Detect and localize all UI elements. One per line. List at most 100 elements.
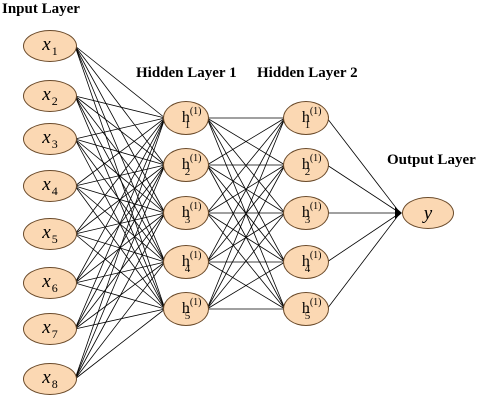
node-subscript: 3: [304, 214, 311, 226]
edge-h1-5-h2-3: [206, 212, 286, 310]
node-subscript: 3: [51, 137, 58, 151]
hidden-layer-2-title: Hidden Layer 2: [257, 65, 358, 81]
node-symbol: h: [181, 204, 190, 221]
node-superscript: (1): [189, 250, 202, 261]
hidden2-node-5-label: h(1) 5: [301, 298, 322, 322]
hidden2-node-1-label: h(1)1: [302, 107, 322, 131]
node-superscript: (1): [309, 153, 322, 164]
input-node-x2-label: x2: [42, 85, 57, 107]
node-subscript: 4: [304, 263, 311, 275]
hidden2-node-3: h(1) 3: [283, 196, 329, 230]
node-superscript: (1): [309, 201, 322, 212]
edge-x7-h1-1: [74, 117, 166, 330]
edge-h1-5-h2-2: [206, 164, 286, 310]
node-subscript: 2: [51, 94, 58, 108]
hidden2-node-5: h(1) 5: [283, 292, 329, 326]
node-symbol: h: [301, 156, 310, 173]
edge-x1-h1-5: [74, 45, 166, 310]
edge-x5-h1-2: [74, 164, 166, 235]
node-superscript: (1): [189, 297, 202, 308]
hidden1-node-5: h(1)5: [163, 292, 209, 326]
node-subscript: 2: [184, 166, 191, 178]
edge-h1-4-h2-1: [206, 117, 286, 263]
node-symbol: y: [423, 202, 433, 224]
input-node-x7-label: x7: [42, 318, 57, 340]
node-symbol: x: [42, 271, 51, 292]
edge-x1-h1-1: [74, 45, 166, 119]
output-node-y: y: [402, 197, 454, 229]
edge-h1-3-h2-1: [206, 117, 286, 214]
hidden2-node-4: h(1) 4: [283, 245, 329, 279]
hidden1-node-1: h(1) 1: [163, 101, 209, 135]
node-superscript: (1): [189, 201, 202, 212]
edge-x8-h1-2: [74, 164, 166, 380]
edge-h2-2-y: [326, 164, 401, 214]
edge-h1-5-h2-1: [206, 117, 286, 310]
edge-x2-h1-3: [74, 95, 166, 214]
edge-x7-h1-2: [74, 164, 166, 330]
edge-h2-1-y: [326, 117, 401, 214]
edge-x8-h1-3: [74, 212, 166, 380]
output-layer-title: Output Layer: [387, 152, 476, 168]
input-node-x3: x3: [23, 123, 77, 155]
hidden-layer-1-title: Hidden Layer 1: [136, 65, 237, 81]
hidden2-node-2: h(1)2: [283, 148, 329, 182]
node-symbol: x: [42, 174, 51, 195]
input-node-x3-label: x3: [42, 128, 57, 150]
input-node-x8: x8: [23, 363, 77, 395]
hidden1-node-2-label: h(1)2: [182, 154, 202, 178]
node-symbol: h: [301, 204, 310, 221]
hidden2-node-3-label: h(1) 3: [301, 202, 322, 226]
node-subscript: 4: [51, 184, 58, 198]
node-superscript: (1): [189, 106, 202, 117]
input-layer-title: Input Layer: [2, 1, 80, 17]
node-symbol: h: [181, 300, 190, 317]
edge-x1-h1-2: [74, 45, 166, 166]
edge-x3-h1-1: [74, 117, 166, 140]
hidden1-node-4: h(1)4: [163, 245, 209, 279]
node-subscript: 3: [184, 214, 191, 226]
input-node-x4-label: x4: [42, 175, 57, 197]
node-symbol: x: [42, 127, 51, 148]
input-node-x6-label: x6: [42, 272, 57, 294]
hidden1-node-3-label: h(1) 3: [181, 202, 202, 226]
edge-h1-3-h2-2: [206, 164, 286, 214]
edge-h1-2-h2-1: [206, 117, 286, 166]
hidden1-node-3: h(1) 3: [163, 196, 209, 230]
edge-x8-h1-4: [74, 261, 166, 380]
output-node-y-label: y: [424, 204, 432, 223]
hidden2-node-1: h(1)1: [283, 101, 329, 135]
edge-x8-h1-1: [74, 117, 166, 380]
hidden1-node-4-label: h(1)4: [181, 251, 202, 275]
edge-x7-h1-5: [74, 308, 166, 330]
hidden2-node-2-label: h(1)2: [301, 154, 322, 178]
node-symbol: x: [42, 317, 51, 338]
input-node-x5: x5: [23, 218, 77, 250]
node-superscript: (1): [309, 106, 322, 117]
output-arrowhead: [395, 207, 402, 219]
node-symbol: x: [42, 367, 51, 388]
edge-x2-h1-4: [74, 95, 166, 263]
edge-x2-h1-1: [74, 95, 166, 119]
node-symbol: h: [181, 109, 190, 126]
input-node-x8-label: x8: [42, 368, 57, 390]
edge-h2-4-y: [326, 212, 401, 263]
node-symbol: h: [181, 253, 190, 270]
node-symbol: h: [301, 300, 310, 317]
edge-x4-h1-1: [74, 117, 166, 187]
node-subscript: 1: [304, 119, 311, 131]
hidden2-node-4-label: h(1) 4: [301, 251, 322, 275]
node-subscript: 1: [51, 44, 58, 58]
node-superscript: (1): [309, 297, 322, 308]
node-subscript: 1: [184, 119, 191, 131]
node-subscript: 6: [51, 281, 58, 295]
node-symbol: x: [42, 34, 51, 55]
node-symbol: h: [301, 253, 310, 270]
edge-h1-5-h2-4: [206, 261, 286, 310]
node-subscript: 7: [51, 327, 58, 341]
input-node-x4: x4: [23, 170, 77, 202]
node-subscript: 5: [304, 310, 311, 322]
node-superscript: (1): [309, 250, 322, 261]
